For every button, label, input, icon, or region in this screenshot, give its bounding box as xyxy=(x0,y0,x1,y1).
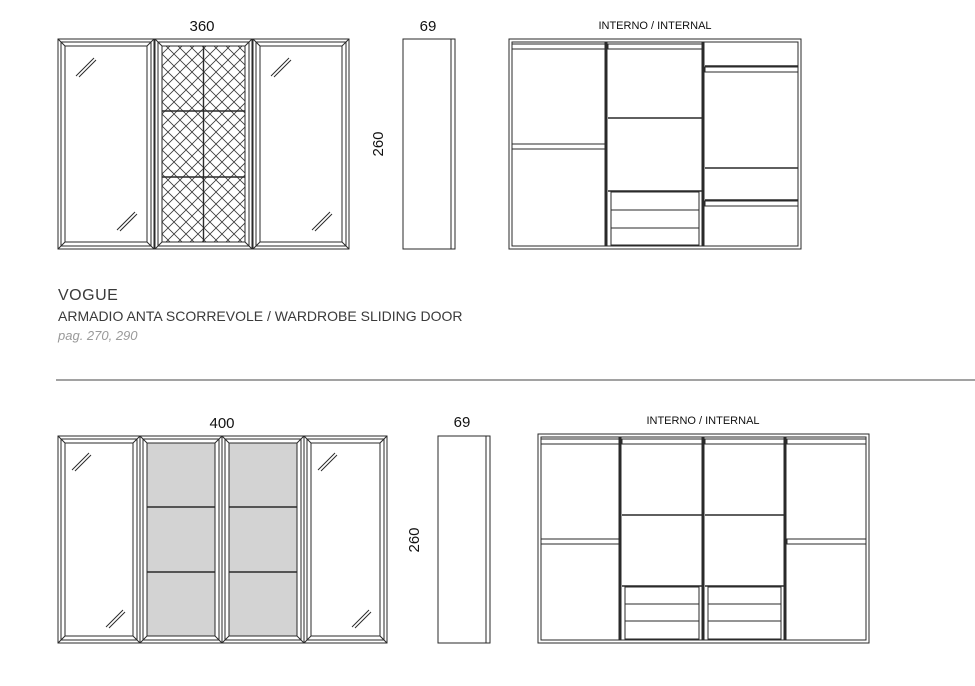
panel-door-center-left xyxy=(139,435,223,644)
height-label-400: 260 xyxy=(406,527,423,552)
glass-door-right xyxy=(303,435,388,644)
side-view-360: 69 260 xyxy=(370,18,456,250)
page-reference: pag. 270, 290 xyxy=(58,328,138,343)
depth-label-400: 69 xyxy=(454,414,471,431)
glass-reflection-icon xyxy=(71,452,126,629)
panel-door-center-right xyxy=(221,435,305,644)
interior-label-400: INTERNO / INTERNAL xyxy=(646,415,759,427)
glass-reflection-icon xyxy=(317,452,372,629)
product-name: VOGUE xyxy=(58,287,119,304)
glass-door-right xyxy=(252,38,350,250)
product-description: ARMADIO ANTA SCORREVOLE / WARDROBE SLIDI… xyxy=(58,308,463,324)
width-label-360: 360 xyxy=(189,18,214,35)
side-view-400: 69 260 xyxy=(406,414,491,644)
front-view-360: 360 xyxy=(57,18,350,250)
glass-door-left xyxy=(57,435,141,644)
glass-reflection-icon xyxy=(270,57,333,232)
glass-reflection-icon xyxy=(75,57,138,232)
height-label-360: 260 xyxy=(370,131,387,156)
front-view-400: 400 xyxy=(57,415,388,644)
interior-label-360: INTERNO / INTERNAL xyxy=(598,20,711,32)
mesh-door-center xyxy=(154,38,253,250)
product-caption: VOGUE ARMADIO ANTA SCORREVOLE / WARDROBE… xyxy=(58,286,463,346)
width-label-400: 400 xyxy=(209,415,234,432)
interior-view-360: INTERNO / INTERNAL xyxy=(508,20,802,250)
interior-view-400: INTERNO / INTERNAL xyxy=(537,415,870,644)
glass-door-left xyxy=(57,38,155,250)
depth-label-360: 69 xyxy=(420,18,437,35)
